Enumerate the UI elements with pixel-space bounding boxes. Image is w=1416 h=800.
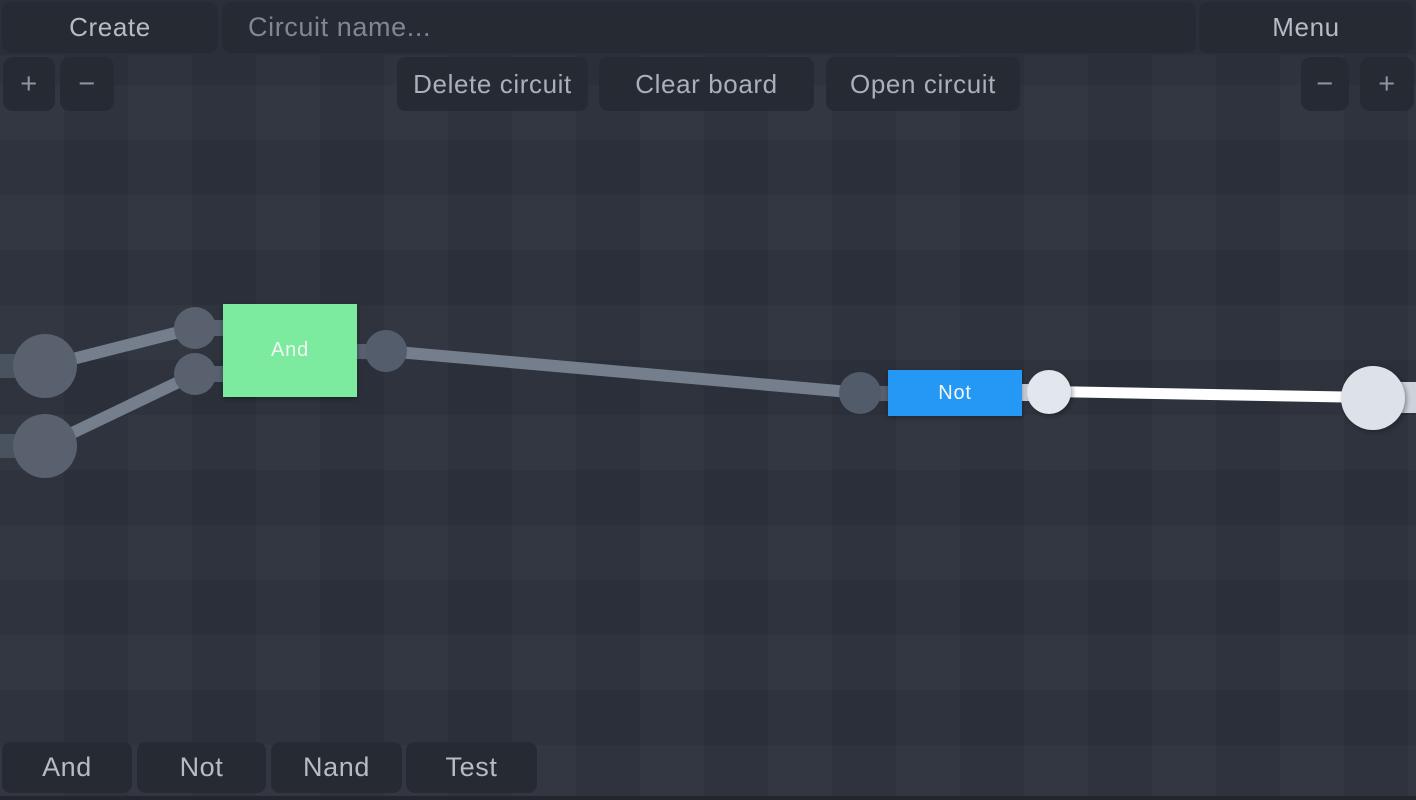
board-output-pin[interactable] [1341,366,1405,430]
and-gate-label: And [271,339,309,361]
not-gate-input-node[interactable] [839,372,881,414]
zoom-out-button-right[interactable]: − [1301,57,1349,111]
top-bar: Create Menu [0,0,1416,55]
wire-active [1048,386,1375,404]
create-button[interactable]: Create [2,2,218,53]
and-gate[interactable]: And [223,304,357,397]
palette-item-not[interactable]: Not [137,742,266,793]
and-gate-input-node-1[interactable] [174,307,216,349]
not-gate[interactable]: Not [888,370,1022,416]
zoom-out-button-left[interactable]: − [60,57,114,111]
menu-button[interactable]: Menu [1199,2,1413,53]
zoom-in-button-right[interactable]: + [1360,57,1414,111]
palette-item-nand[interactable]: Nand [271,742,402,793]
zoom-in-button-left[interactable]: + [3,57,55,111]
board-input-pin-2[interactable] [13,414,77,478]
wire [385,345,862,400]
delete-circuit-button[interactable]: Delete circuit [397,57,588,111]
bottom-edge-strip [0,796,1416,800]
not-gate-label: Not [938,381,972,404]
circuit-name-input[interactable] [222,2,1196,53]
open-circuit-button[interactable]: Open circuit [826,57,1020,111]
and-gate-input-node-2[interactable] [174,353,216,395]
palette-item-and[interactable]: And [2,742,132,793]
board-input-pin-1[interactable] [13,334,77,398]
palette-item-test[interactable]: Test [406,742,537,793]
and-gate-output-node[interactable] [365,330,407,372]
not-gate-output-node[interactable] [1027,370,1071,414]
clear-board-button[interactable]: Clear board [599,57,814,111]
